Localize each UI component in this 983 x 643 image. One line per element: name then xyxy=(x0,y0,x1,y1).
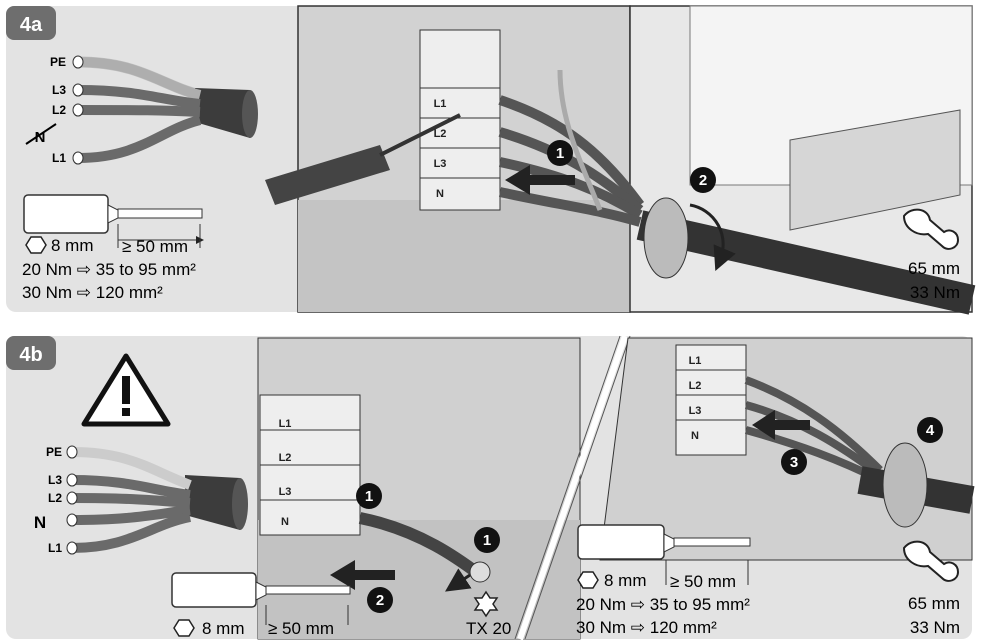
step-marker: 1 xyxy=(547,140,573,166)
enclosure-illustration xyxy=(599,337,975,561)
terminal-l2: L2 xyxy=(689,380,702,392)
wire-bundle xyxy=(72,55,258,165)
svg-text:3: 3 xyxy=(790,454,798,471)
panel-4a: 4a PE L3 L2 N L1 xyxy=(6,5,976,315)
wrench-icon xyxy=(902,540,960,582)
terminal-l1: L1 xyxy=(689,355,702,367)
hex-icon xyxy=(25,236,47,254)
wire-label-l1: L1 xyxy=(48,541,62,555)
torque-line-1: 20 Nm ⇨ 35 to 95 mm² xyxy=(576,595,750,614)
terminal-n: N xyxy=(281,516,289,528)
step-marker: 1 xyxy=(474,527,500,553)
torx-icon xyxy=(473,590,499,618)
step-badge: 4b xyxy=(6,336,56,370)
terminal-l2: L2 xyxy=(434,128,447,140)
wrench-size: 65 mm xyxy=(908,259,960,278)
screwdriver-icon xyxy=(23,194,204,248)
terminal-n: N xyxy=(436,188,444,200)
hex-size: 8 mm xyxy=(51,236,94,255)
wrench-torque: 33 Nm xyxy=(910,283,960,302)
enclosure-illustration xyxy=(257,337,581,640)
svg-text:2: 2 xyxy=(699,172,707,189)
wire-label-n: N xyxy=(34,513,46,532)
svg-text:4: 4 xyxy=(926,422,935,439)
wire-label-pe: PE xyxy=(50,55,66,69)
terminal-l1: L1 xyxy=(434,98,447,110)
terminal-l3: L3 xyxy=(689,405,702,417)
blade-length: ≥ 50 mm xyxy=(670,572,736,591)
step-marker: 2 xyxy=(367,587,393,613)
step-marker: 2 xyxy=(690,167,716,193)
wrench-icon xyxy=(902,208,960,250)
divider xyxy=(514,335,631,640)
svg-text:2: 2 xyxy=(376,592,384,609)
badge-label: 4b xyxy=(19,344,42,366)
wire-label-l2: L2 xyxy=(48,491,62,505)
wrench-size: 65 mm xyxy=(908,594,960,613)
step-marker: 1 xyxy=(356,483,382,509)
svg-text:1: 1 xyxy=(483,532,491,549)
step-marker: 4 xyxy=(917,417,943,443)
terminal-l3: L3 xyxy=(434,158,447,170)
step-marker: 3 xyxy=(781,449,807,475)
wire-label-l3: L3 xyxy=(52,83,66,97)
torque-line-2: 30 Nm ⇨ 120 mm² xyxy=(576,618,717,637)
terminal-l3: L3 xyxy=(279,486,292,498)
terminal-n: N xyxy=(691,430,699,442)
torx-size: TX 20 xyxy=(466,619,511,638)
torque-line-1: 20 Nm ⇨ 35 to 95 mm² xyxy=(22,260,196,279)
panel-4b: 4b PE L3 L2 N L1 xyxy=(6,335,975,640)
wire-label-l1: L1 xyxy=(52,151,66,165)
blade-length: ≥ 50 mm xyxy=(268,619,334,638)
blade-length: ≥ 50 mm xyxy=(122,237,188,256)
hex-size: 8 mm xyxy=(604,571,647,590)
badge-label: 4a xyxy=(20,14,43,36)
svg-text:1: 1 xyxy=(556,145,564,162)
screwdriver-icon xyxy=(577,524,751,585)
svg-text:1: 1 xyxy=(365,488,373,505)
wire-label-pe: PE xyxy=(46,445,62,459)
enclosure-illustration xyxy=(265,5,976,315)
warning-icon xyxy=(81,353,171,427)
screwdriver-icon xyxy=(171,572,351,625)
wire-label-l3: L3 xyxy=(48,473,62,487)
step-badge: 4a xyxy=(6,6,56,40)
terminal-l2: L2 xyxy=(279,452,292,464)
hex-icon xyxy=(173,619,195,637)
hex-icon xyxy=(577,571,599,589)
hex-size: 8 mm xyxy=(202,619,245,638)
wire-bundle xyxy=(66,445,248,555)
wire-label-l2: L2 xyxy=(52,103,66,117)
wrench-torque: 33 Nm xyxy=(910,618,960,637)
wire-label-n: N xyxy=(35,129,46,146)
wire-label-n-crossed: N xyxy=(25,123,57,146)
terminal-l1: L1 xyxy=(279,418,292,430)
torque-line-2: 30 Nm ⇨ 120 mm² xyxy=(22,283,163,302)
